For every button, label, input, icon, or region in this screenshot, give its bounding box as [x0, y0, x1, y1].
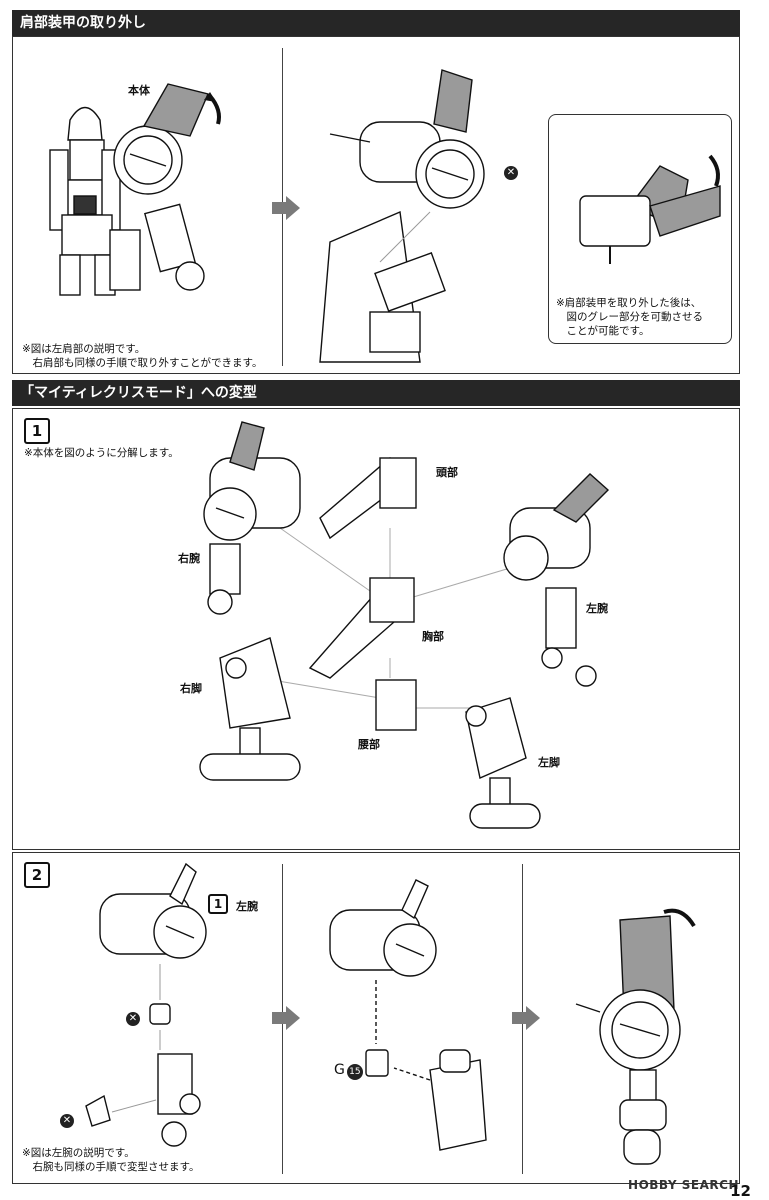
label-waist: 腰部 — [358, 738, 380, 751]
step2-note: ※図は左腕の説明です。 右腕も同様の手順で変型させます。 — [22, 1147, 200, 1173]
arm-step-b-illustration — [329, 879, 487, 1151]
section1-note-inset: ※肩部装甲を取り外した後は、 図のグレー部分を可動させる ことが可能です。 — [556, 297, 703, 337]
step1-number: 1 — [24, 418, 50, 444]
section1-title-bar: 肩部装甲の取り外し — [12, 10, 740, 36]
arm-step-c-illustration — [575, 908, 696, 1165]
part-number-badge: 15 — [346, 1064, 363, 1080]
step2-number: 2 — [24, 862, 50, 888]
inset-illustration — [579, 154, 721, 264]
shoulder-flap-gray — [142, 83, 209, 137]
disassembly-illustration — [199, 421, 610, 829]
section2-title-bar: 「マイティレクリスモード」への変型 — [12, 380, 740, 406]
removed-shoulder-illustration — [319, 69, 485, 363]
remove-x-icon-upper: ✕ — [126, 1012, 140, 1026]
label-left-leg: 左脚 — [538, 756, 560, 769]
step2-ref-step: 1 — [208, 894, 228, 914]
remove-x-icon: ✕ — [504, 166, 518, 180]
step1-note: ※本体を図のように分解します。 — [24, 447, 179, 459]
section1-note-left: ※図は左肩部の説明です。 右肩部も同様の手順で取り外すことができます。 — [22, 343, 263, 369]
remove-x-icon-lower: ✕ — [60, 1114, 74, 1128]
section1-title: 肩部装甲の取り外し — [20, 15, 146, 31]
label-right-arm: 右腕 — [178, 552, 200, 565]
page-number: 12 — [730, 1182, 751, 1200]
section2-title: 「マイティレクリスモード」への変型 — [20, 385, 257, 401]
label-chest: 胸部 — [422, 630, 444, 643]
label-body: 本体 — [128, 84, 150, 97]
hobby-search-watermark: HOBBY SEARCH — [628, 1178, 739, 1192]
label-head: 頭部 — [436, 466, 458, 479]
label-left-arm: 左腕 — [586, 602, 608, 615]
part-code-letter: G — [334, 1062, 345, 1078]
label-right-leg: 右脚 — [180, 682, 202, 695]
robot-body-illustration — [49, 83, 221, 296]
step2-ref-label: 左腕 — [236, 900, 258, 913]
arm-step-a-illustration — [85, 862, 207, 1147]
